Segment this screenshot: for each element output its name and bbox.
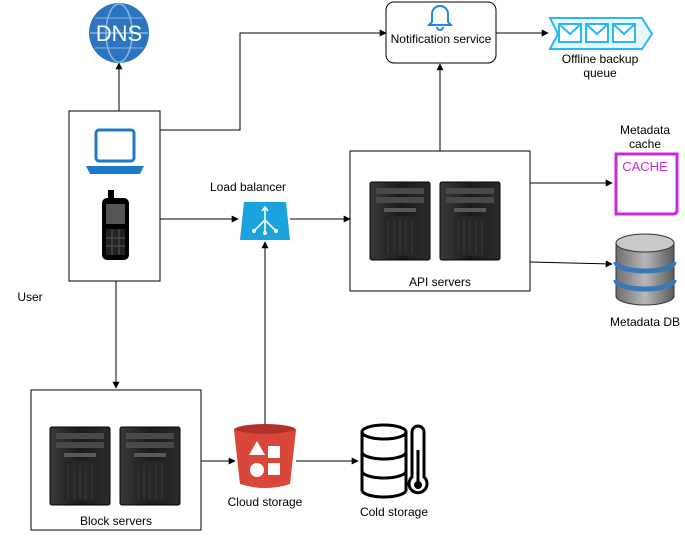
notification-service-node[interactable]: Notification service xyxy=(385,1,497,64)
cache-badge: CACHE xyxy=(622,159,668,174)
api-server-icon-2 xyxy=(439,181,501,261)
block-server-icon-2 xyxy=(119,426,181,506)
bell-icon xyxy=(426,5,454,31)
user-label: User xyxy=(17,290,42,304)
mobile-phone-icon xyxy=(102,190,129,260)
notification-service-box xyxy=(385,1,497,64)
edge-api-to-db xyxy=(529,260,613,268)
metadata-cache-node[interactable]: Metadata cache CACHE xyxy=(614,123,679,216)
block-servers-label: Block servers xyxy=(80,514,152,528)
database-icon xyxy=(613,233,677,306)
cold-storage-db-icon xyxy=(360,423,408,499)
dns-node[interactable]: DNS xyxy=(89,3,149,63)
metadata-cache-label-line2: cache xyxy=(629,137,661,151)
metadata-cache-label-line1: Metadata xyxy=(620,123,670,137)
cloud-storage-bucket-icon xyxy=(234,424,296,488)
api-servers-node[interactable]: API servers xyxy=(349,150,531,292)
offline-queue-label-line2: queue xyxy=(583,66,617,80)
api-server-icon-1 xyxy=(369,181,431,261)
cold-storage-node[interactable]: Cold storage xyxy=(360,423,429,519)
metadata-db-node[interactable]: Metadata DB xyxy=(610,233,680,329)
load-balancer-node[interactable]: Load balancer xyxy=(210,180,290,240)
cloud-storage-node[interactable]: Cloud storage xyxy=(228,424,303,509)
load-balancer-label: Load balancer xyxy=(210,180,286,194)
notification-service-label: Notification service xyxy=(391,32,492,46)
api-servers-label: API servers xyxy=(409,275,471,289)
thermometer-icon xyxy=(407,424,429,495)
envelope-icons xyxy=(558,23,636,43)
block-servers-node[interactable]: Block servers xyxy=(30,389,202,531)
laptop-icon xyxy=(86,128,144,174)
dns-label: DNS xyxy=(96,21,142,46)
user-node[interactable] xyxy=(68,110,161,282)
metadata-db-label: Metadata DB xyxy=(610,315,680,329)
offline-queue-label-line1: Offline backup xyxy=(562,52,639,66)
block-server-icon-1 xyxy=(49,426,111,506)
edges xyxy=(112,29,613,465)
offline-backup-queue-node[interactable]: Offline backup queue xyxy=(548,17,654,80)
cold-storage-label: Cold storage xyxy=(360,505,428,519)
cache-icon xyxy=(614,152,679,216)
cloud-storage-label: Cloud storage xyxy=(228,495,303,509)
edge-user-to-notification xyxy=(160,29,387,131)
